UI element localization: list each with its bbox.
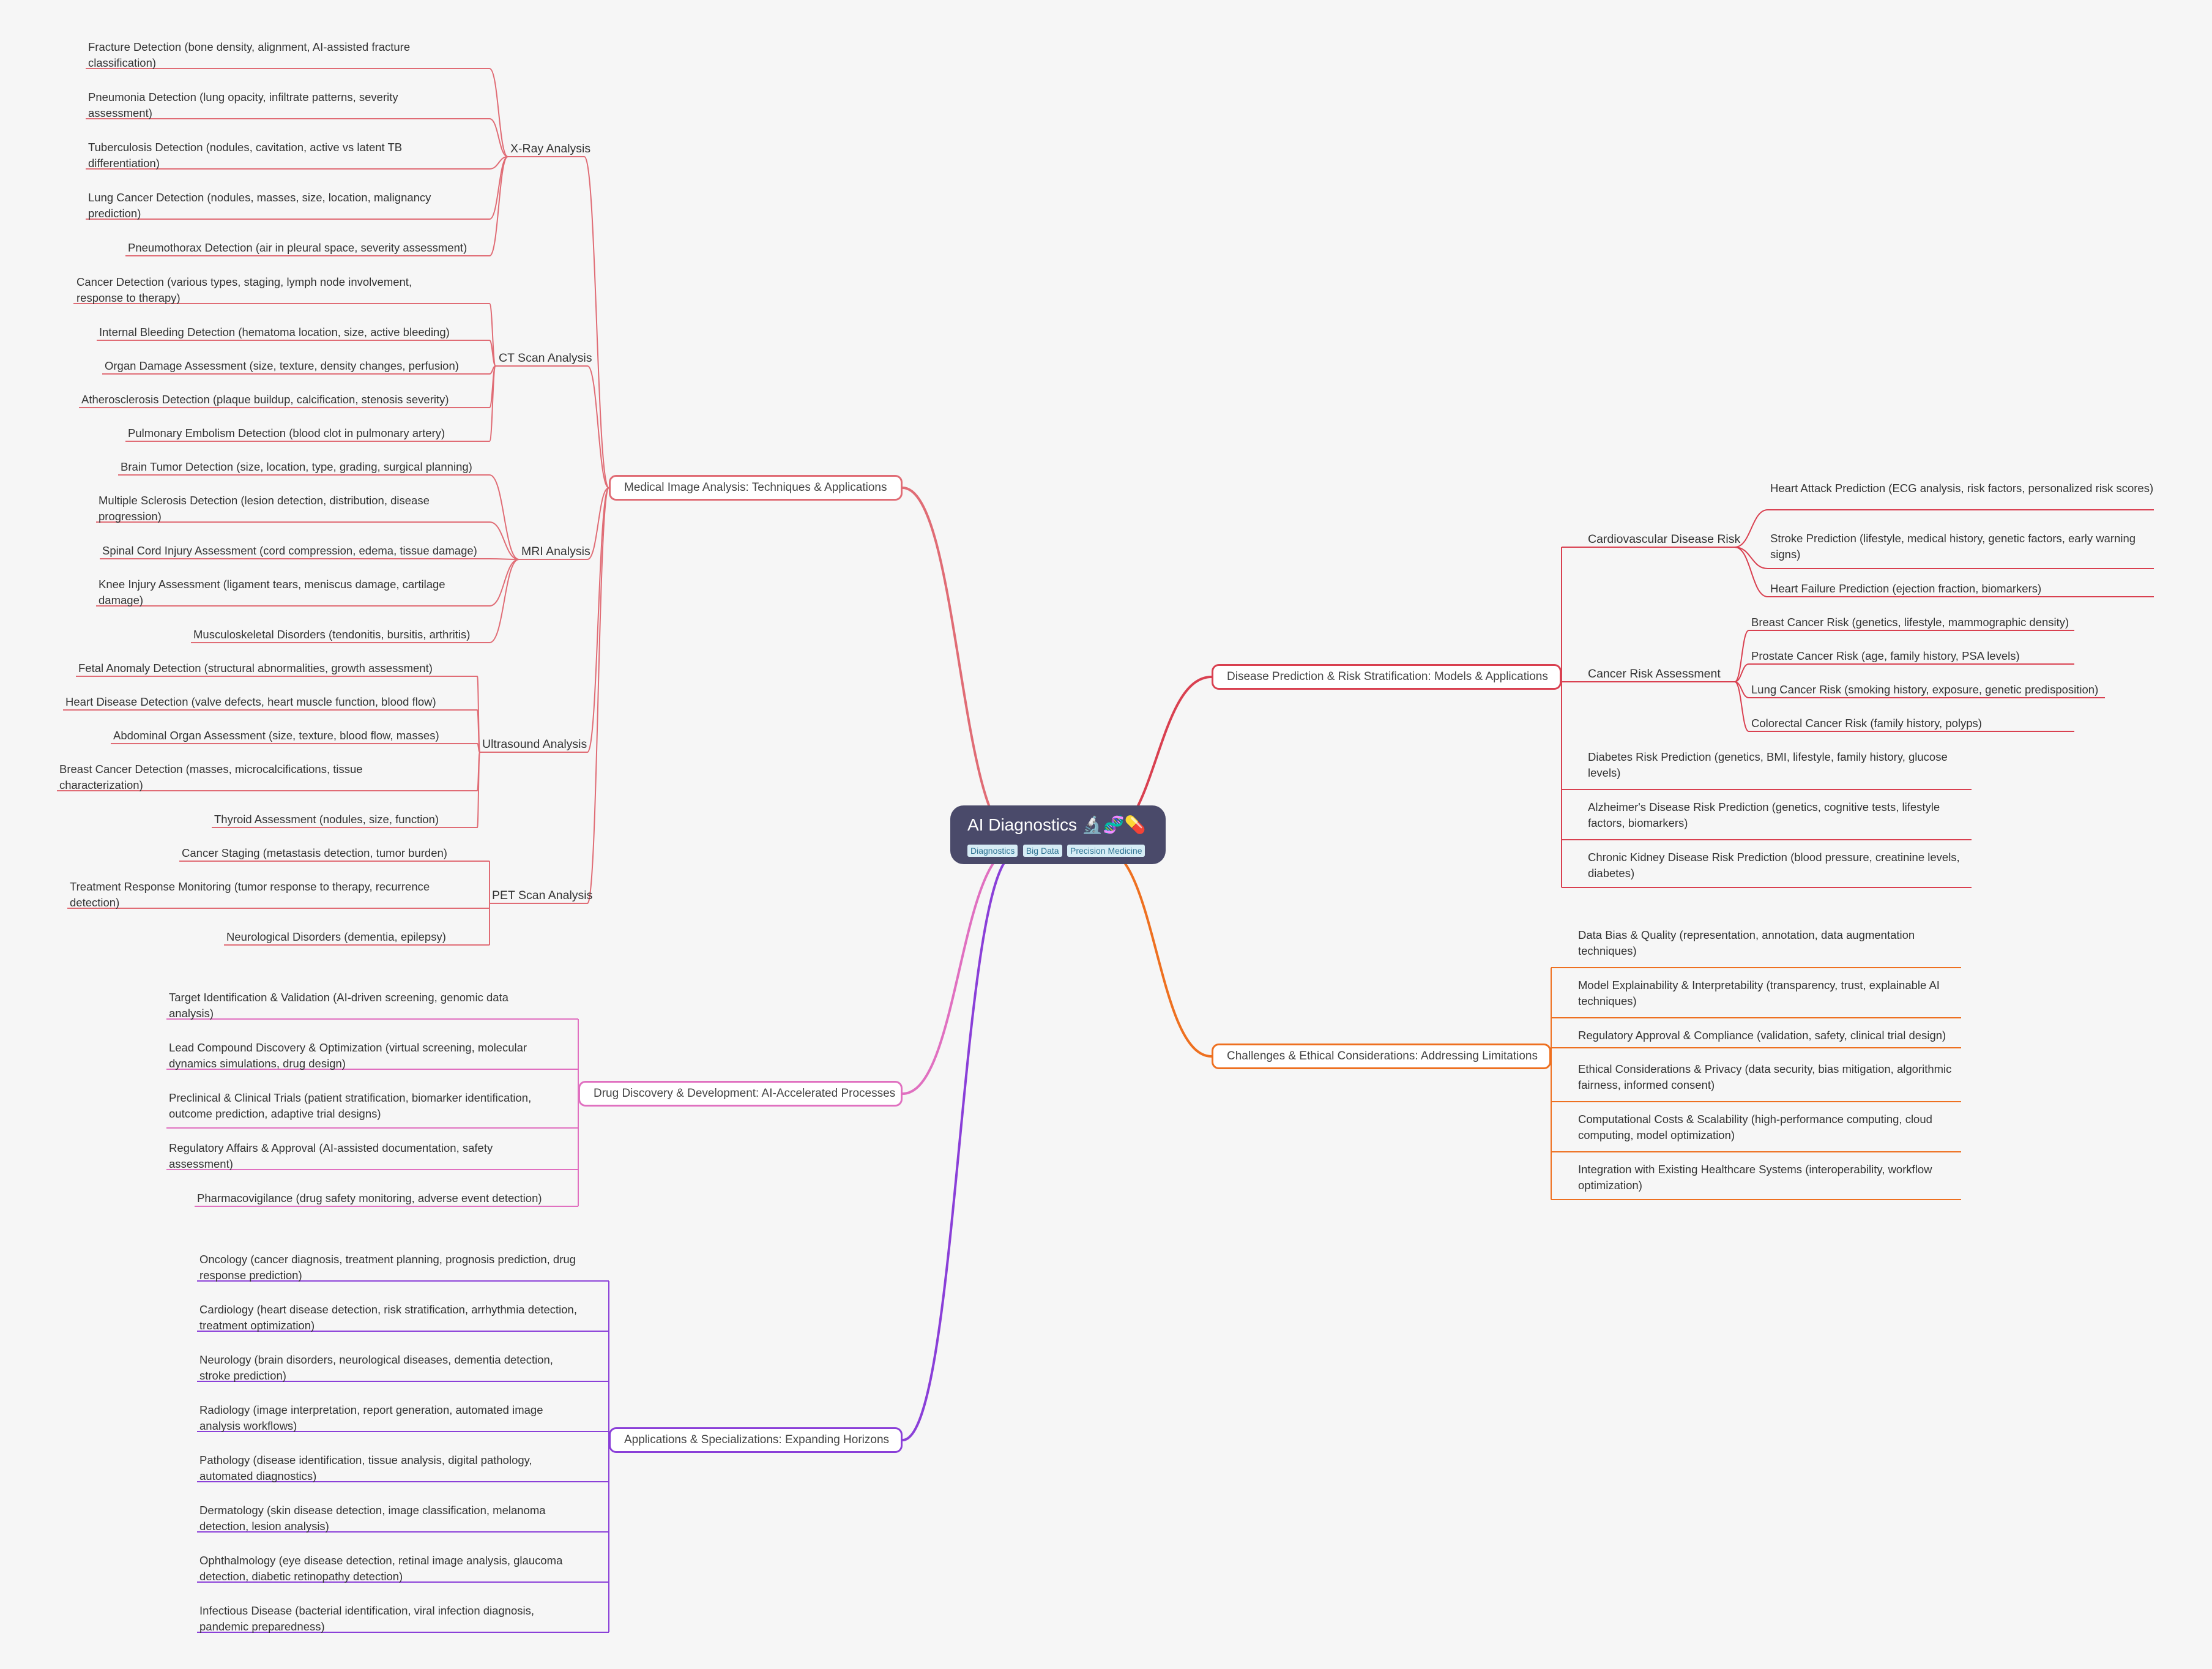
leaf-pulmonary-embolism[interactable]: Pulmonary Embolism Detection (blood clot… [128, 427, 445, 439]
mri-edge-1 [489, 521, 519, 560]
tag-diagnostics: Diagnostics [967, 845, 1018, 857]
cardio-edge-2 [1734, 547, 1768, 597]
tag-big-data: Big Data [1022, 845, 1062, 857]
leaf-ophthalmology[interactable]: Ophthalmology (eye disease detection, re… [199, 1554, 563, 1583]
branch-medical-image-analysis[interactable]: Medical Image Analysis: Techniques & App… [609, 475, 903, 501]
leaf-model-explainability[interactable]: Model Explainability & Interpretability … [1578, 979, 1940, 1007]
subgroup-mri-analysis[interactable]: MRI Analysis [521, 545, 590, 558]
medical-sub-edge-4 [587, 487, 609, 904]
leaf-data-bias[interactable]: Data Bias & Quality (representation, ann… [1578, 928, 1915, 957]
leaf-lead-compound[interactable]: Lead Compound Discovery & Optimization (… [169, 1041, 527, 1070]
cancer-edge-1 [1734, 663, 1749, 682]
leaf-multiple-sclerosis[interactable]: Multiple Sclerosis Detection (lesion det… [99, 494, 430, 523]
tag-precision-medicine: Precision Medicine [1067, 845, 1145, 857]
leaf-colorectal-cancer-risk[interactable]: Colorectal Cancer Risk (family history, … [1751, 717, 1982, 730]
cancer-edge-3 [1734, 681, 1749, 732]
ct-edge-1 [489, 340, 496, 367]
leaf-dermatology[interactable]: Dermatology (skin disease detection, ima… [199, 1504, 546, 1533]
root-title: AI Diagnostics 🔬🧬💊 [967, 815, 1146, 834]
mri-edge-0 [489, 474, 519, 560]
medical-sub-edge-2 [587, 487, 609, 560]
leaf-heart-disease-detection[interactable]: Heart Disease Detection (valve defects, … [65, 695, 436, 708]
leaf-pathology[interactable]: Pathology (disease identification, tissu… [199, 1454, 532, 1482]
leaf-internal-bleeding[interactable]: Internal Bleeding Detection (hematoma lo… [99, 326, 450, 338]
leaf-stroke-prediction[interactable]: Stroke Prediction (lifestyle, medical hi… [1770, 532, 2136, 561]
edge-root-apps [902, 853, 1016, 1441]
leaf-target-identification[interactable]: Target Identification & Validation (AI-d… [169, 991, 508, 1020]
leaf-integration-healthcare[interactable]: Integration with Existing Healthcare Sys… [1578, 1163, 1932, 1192]
leaf-computational-costs[interactable]: Computational Costs & Scalability (high-… [1578, 1113, 1932, 1141]
leaf-neurological-disorders-pet[interactable]: Neurological Disorders (dementia, epilep… [226, 930, 446, 943]
leaf-infectious-disease[interactable]: Infectious Disease (bacterial identifica… [199, 1604, 535, 1633]
mri-edge-4 [489, 559, 519, 643]
mri-edge-3 [489, 559, 519, 607]
leaf-breast-cancer-detection[interactable]: Breast Cancer Detection (masses, microca… [59, 763, 363, 791]
edge-root-medical [902, 487, 1016, 840]
leaf-breast-cancer-risk[interactable]: Breast Cancer Risk (genetics, lifestyle,… [1751, 616, 2069, 629]
medical-sub-edge-0 [584, 156, 609, 488]
edge-root-challenges [1101, 846, 1212, 1058]
leaf-oncology[interactable]: Oncology (cancer diagnosis, treatment pl… [199, 1253, 576, 1282]
leaf-knee-injury[interactable]: Knee Injury Assessment (ligament tears, … [99, 578, 445, 607]
medical-sub-edge-1 [587, 365, 609, 488]
leaf-organ-damage[interactable]: Organ Damage Assessment (size, texture, … [105, 359, 459, 372]
leaf-lung-cancer-detection[interactable]: Lung Cancer Detection (nodules, masses, … [88, 191, 431, 220]
leaf-diabetes-risk[interactable]: Diabetes Risk Prediction (genetics, BMI,… [1588, 750, 1948, 779]
cardio-edge-1 [1734, 547, 1768, 569]
leaf-pneumonia-detection[interactable]: Pneumonia Detection (lung opacity, infil… [88, 91, 398, 119]
leaf-tuberculosis-detection[interactable]: Tuberculosis Detection (nodules, cavitat… [88, 141, 403, 170]
us-edge-4 [477, 752, 480, 828]
branch-disease-prediction[interactable]: Disease Prediction & Risk Stratification… [1212, 664, 1562, 690]
leaf-musculoskeletal[interactable]: Musculoskeletal Disorders (tendonitis, b… [193, 628, 471, 641]
leaf-spinal-cord-injury[interactable]: Spinal Cord Injury Assessment (cord comp… [102, 544, 477, 557]
subgroup-cancer-risk[interactable]: Cancer Risk Assessment [1588, 667, 1721, 681]
branch-challenges[interactable]: Challenges & Ethical Considerations: Add… [1212, 1044, 1551, 1069]
leaf-heart-failure-prediction[interactable]: Heart Failure Prediction (ejection fract… [1770, 582, 2042, 595]
xray-edge-1 [489, 118, 508, 157]
leaf-ethical-considerations[interactable]: Ethical Considerations & Privacy (data s… [1578, 1062, 1952, 1091]
leaf-heart-attack-prediction[interactable]: Heart Attack Prediction (ECG analysis, r… [1770, 482, 2154, 495]
leaf-chronic-kidney-risk[interactable]: Chronic Kidney Disease Risk Prediction (… [1588, 851, 1960, 879]
edge-root-drug [902, 846, 1016, 1095]
branch-drug-discovery[interactable]: Drug Discovery & Development: AI-Acceler… [578, 1081, 903, 1107]
subgroup-pet-scan-analysis[interactable]: PET Scan Analysis [492, 889, 593, 902]
cancer-edge-0 [1734, 630, 1749, 682]
leaf-regulatory-affairs[interactable]: Regulatory Affairs & Approval (AI-assist… [169, 1141, 493, 1170]
leaf-pneumothorax-detection[interactable]: Pneumothorax Detection (air in pleural s… [128, 241, 467, 254]
leaf-fracture-detection[interactable]: Fracture Detection (bone density, alignm… [88, 40, 411, 69]
leaf-prostate-cancer-risk[interactable]: Prostate Cancer Risk (age, family histor… [1751, 649, 2020, 662]
cardio-edge-0 [1734, 509, 1768, 548]
root-node[interactable]: AI Diagnostics 🔬🧬💊 Diagnostics Big Data … [950, 805, 1166, 864]
leaf-neurology[interactable]: Neurology (brain disorders, neurological… [199, 1353, 553, 1382]
leaf-pharmacovigilance[interactable]: Pharmacovigilance (drug safety monitorin… [197, 1192, 542, 1204]
leaf-cancer-detection-ct[interactable]: Cancer Detection (various types, staging… [76, 275, 412, 304]
root-tags: Diagnostics Big Data Precision Medicine [967, 845, 1147, 857]
leaf-thyroid-assessment[interactable]: Thyroid Assessment (nodules, size, funct… [214, 813, 439, 826]
xray-edge-4 [489, 156, 508, 256]
subgroup-x-ray-analysis[interactable]: X-Ray Analysis [510, 142, 591, 155]
subgroup-ultrasound-analysis[interactable]: Ultrasound Analysis [482, 737, 587, 751]
leaf-cancer-staging[interactable]: Cancer Staging (metastasis detection, tu… [182, 846, 447, 859]
subgroup-ct-scan-analysis[interactable]: CT Scan Analysis [499, 351, 592, 365]
xray-edge-0 [489, 68, 508, 157]
leaf-brain-tumor[interactable]: Brain Tumor Detection (size, location, t… [121, 460, 472, 473]
leaf-preclinical-trials[interactable]: Preclinical & Clinical Trials (patient s… [169, 1091, 532, 1120]
ct-edge-4 [489, 365, 496, 442]
leaf-alzheimers-risk[interactable]: Alzheimer's Disease Risk Prediction (gen… [1588, 801, 1940, 829]
leaf-radiology[interactable]: Radiology (image interpretation, report … [199, 1403, 543, 1432]
leaf-treatment-response[interactable]: Treatment Response Monitoring (tumor res… [70, 880, 430, 909]
medical-sub-edge-3 [587, 487, 609, 753]
leaf-atherosclerosis[interactable]: Atherosclerosis Detection (plaque buildu… [81, 393, 449, 406]
leaf-abdominal-organ[interactable]: Abdominal Organ Assessment (size, textur… [113, 729, 439, 742]
leaf-regulatory-approval[interactable]: Regulatory Approval & Compliance (valida… [1578, 1029, 1946, 1042]
subgroup-cardiovascular-risk[interactable]: Cardiovascular Disease Risk [1588, 532, 1741, 546]
leaf-lung-cancer-risk[interactable]: Lung Cancer Risk (smoking history, expos… [1751, 683, 2099, 696]
leaf-cardiology[interactable]: Cardiology (heart disease detection, ris… [199, 1303, 577, 1332]
branch-applications[interactable]: Applications & Specializations: Expandin… [609, 1427, 903, 1453]
leaf-fetal-anomaly[interactable]: Fetal Anomaly Detection (structural abno… [78, 662, 433, 674]
